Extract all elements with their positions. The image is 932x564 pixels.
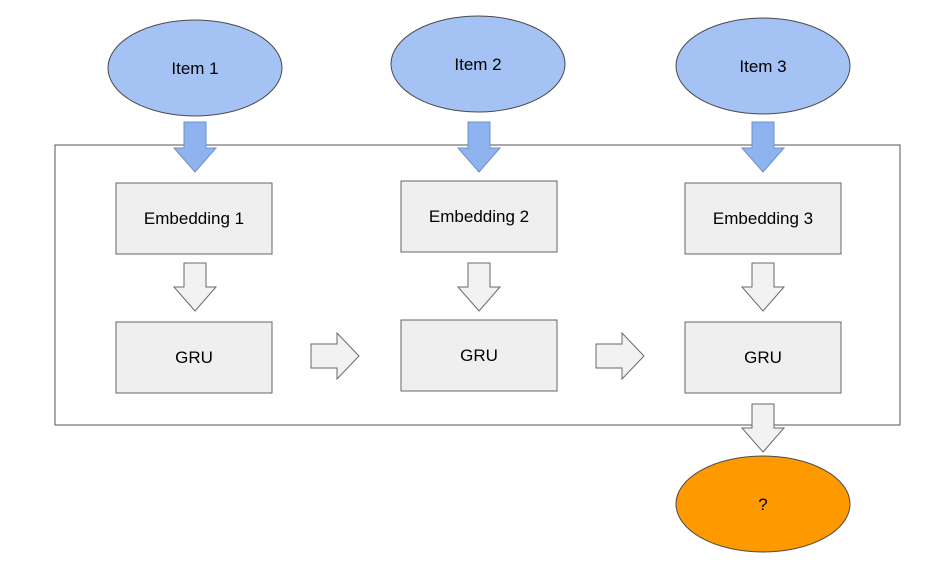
- gru-box-1: GRU: [115, 321, 273, 394]
- item-label: Item 3: [739, 57, 786, 76]
- embedding-label: Embedding 2: [429, 207, 529, 226]
- gru-to-output-arrow: [740, 403, 786, 453]
- gru-rect: [684, 321, 842, 394]
- item-ellipse: [390, 15, 566, 113]
- item-label: Item 1: [171, 59, 218, 78]
- embedding-label: Embedding 3: [713, 209, 813, 228]
- item-node-1: Item 1: [107, 19, 283, 117]
- embedding-to-gru-arrow-2: [456, 262, 502, 312]
- input-arrow-3: [740, 121, 786, 173]
- input-arrow-1: [172, 121, 218, 173]
- gru-label: GRU: [175, 348, 213, 367]
- embedding-rect: [115, 182, 273, 255]
- embedding-to-gru-arrow-1: [172, 262, 218, 312]
- item-ellipse: [107, 19, 283, 117]
- embedding-box-2: Embedding 2: [400, 180, 558, 253]
- embedding-rect: [684, 182, 842, 255]
- output-label: ?: [758, 495, 767, 514]
- embedding-label: Embedding 1: [144, 209, 244, 228]
- gru-label: GRU: [744, 348, 782, 367]
- output-node: ?: [675, 455, 851, 553]
- embedding-box-1: Embedding 1: [115, 182, 273, 255]
- gru-rect: [115, 321, 273, 394]
- output-ellipse: [675, 455, 851, 553]
- gru-to-gru-arrow-1: [310, 331, 360, 381]
- gru-box-3: GRU: [684, 321, 842, 394]
- gru-box-2: GRU: [400, 319, 558, 392]
- item-node-3: Item 3: [675, 17, 851, 115]
- embedding-rect: [400, 180, 558, 253]
- input-arrow-2: [456, 121, 502, 173]
- item-label: Item 2: [454, 55, 501, 74]
- embedding-to-gru-arrow-3: [740, 262, 786, 312]
- gru-label: GRU: [460, 346, 498, 365]
- item-node-2: Item 2: [390, 15, 566, 113]
- item-ellipse: [675, 17, 851, 115]
- gru-to-gru-arrow-2: [595, 331, 645, 381]
- gru-rect: [400, 319, 558, 392]
- embedding-box-3: Embedding 3: [684, 182, 842, 255]
